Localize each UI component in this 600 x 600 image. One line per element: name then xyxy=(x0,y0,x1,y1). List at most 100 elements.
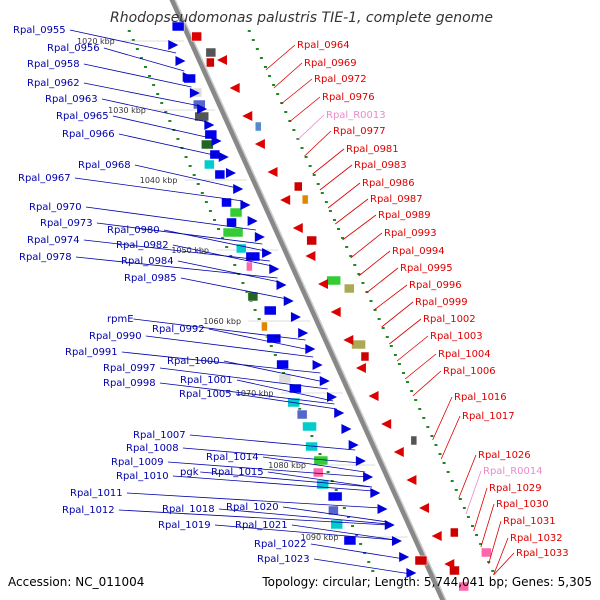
gene-label-left[interactable]: Rpal_0984 xyxy=(121,256,174,267)
gc-dot-inner xyxy=(196,183,200,185)
gene-label-left[interactable]: Rpal_0991 xyxy=(65,347,118,358)
gc-dot-outer xyxy=(401,372,405,374)
gene-label-left[interactable]: Rpal_1023 xyxy=(257,554,310,565)
gene-label-right[interactable]: Rpal_0996 xyxy=(409,280,462,291)
gene-label-left[interactable]: Rpal_1005 xyxy=(179,389,232,400)
gene-label-left[interactable]: Rpal_1009 xyxy=(111,457,164,468)
gene-label-right[interactable]: Rpal_0994 xyxy=(392,246,445,257)
forward-strand-arrow xyxy=(363,472,374,482)
kbp-tick-label: 1020 kbp xyxy=(77,37,115,46)
gene-label-left[interactable]: Rpal_0958 xyxy=(27,59,80,70)
gene-label-left[interactable]: Rpal_0992 xyxy=(152,324,205,335)
gene-label-left[interactable]: Rpal_0970 xyxy=(29,202,82,213)
gene-label-left[interactable]: Rpal_1001 xyxy=(180,375,233,386)
gc-dot-outer xyxy=(442,462,446,464)
gene-label-left[interactable]: Rpal_1012 xyxy=(62,505,115,516)
gene-label-left[interactable]: Rpal_0956 xyxy=(47,43,100,54)
gene-label-left[interactable]: Rpal_0973 xyxy=(40,218,93,229)
gc-dot-inner xyxy=(245,291,249,293)
gene-label-left[interactable]: Rpal_0998 xyxy=(103,378,156,389)
gene-label-left[interactable]: Rpal_1011 xyxy=(70,488,123,499)
gene-label-right[interactable]: Rpal_0995 xyxy=(400,263,453,274)
gc-dot-inner xyxy=(143,66,147,68)
gene-label-left[interactable]: Rpal_0968 xyxy=(78,160,131,171)
gene-label-left[interactable]: Rpal_1022 xyxy=(254,539,307,550)
gene-label-left[interactable]: Rpal_1007 xyxy=(133,430,186,441)
gene-label-left[interactable]: Rpal_1015 xyxy=(211,467,264,478)
gene-label-right[interactable]: Rpal_1031 xyxy=(503,516,556,527)
gene-label-right[interactable]: Rpal_1003 xyxy=(430,331,483,342)
kbp-tick-label: 1040 kbp xyxy=(140,176,178,185)
gene-label-right[interactable]: Rpal_1004 xyxy=(438,349,491,360)
connector-right xyxy=(342,214,377,241)
gene-label-right[interactable]: Rpal_1032 xyxy=(510,533,563,544)
gene-label-left[interactable]: Rpal_1020 xyxy=(226,502,279,513)
gene-label-right[interactable]: Rpal_0986 xyxy=(362,178,415,189)
forward-strand-arrow xyxy=(175,56,186,66)
gene-label-left[interactable]: Rpal_0963 xyxy=(45,94,98,105)
gene-label-left[interactable]: Rpal_0965 xyxy=(56,111,109,122)
connector-right xyxy=(488,520,502,565)
gc-dot-outer xyxy=(470,525,474,527)
gene-label-right[interactable]: Rpal_1002 xyxy=(423,314,476,325)
connector-right xyxy=(327,182,361,209)
gene-label-right[interactable]: Rpal_1016 xyxy=(454,392,507,403)
gene-label-left[interactable]: Rpal_0982 xyxy=(116,240,169,251)
gene-label-right[interactable]: Rpal_1017 xyxy=(462,411,515,422)
gene-label-right[interactable]: Rpal_1026 xyxy=(478,450,531,461)
gene-label-left[interactable]: Rpal_1021 xyxy=(235,520,288,531)
gene-feature xyxy=(306,235,317,246)
gene-label-left[interactable]: Rpal_0967 xyxy=(18,173,71,184)
gene-label-right[interactable]: Rpal_1033 xyxy=(516,548,569,559)
gene-label-right[interactable]: Rpal_0977 xyxy=(333,126,386,137)
gc-dot-inner xyxy=(135,48,139,50)
gc-dot-outer xyxy=(324,201,328,203)
gene-label-right[interactable]: Rpal_0981 xyxy=(346,144,399,155)
forward-strand-arrow xyxy=(319,376,330,386)
gene-label-right[interactable]: Rpal_R0013 xyxy=(326,110,386,121)
gene-label-left[interactable]: Rpal_0980 xyxy=(107,225,160,236)
gene-label-left[interactable]: Rpal_0962 xyxy=(27,78,80,89)
gene-label-left[interactable]: Rpal_1019 xyxy=(158,520,211,531)
connector-right xyxy=(389,318,422,345)
gene-label-right[interactable]: Rpal_0987 xyxy=(370,194,423,205)
gc-dot-outer xyxy=(381,327,385,329)
gene-label-left[interactable]: pgk xyxy=(180,467,199,478)
gene-label-right[interactable]: Rpal_0999 xyxy=(415,297,468,308)
gene-label-left[interactable]: Rpal_0978 xyxy=(19,252,72,263)
gene-feature xyxy=(301,194,309,205)
gene-label-left[interactable]: Rpal_0955 xyxy=(13,25,66,36)
gene-label-right[interactable]: Rpal_1030 xyxy=(496,499,549,510)
kbp-tick-label: 1050 kbp xyxy=(171,246,209,255)
gc-dot-outer xyxy=(263,66,267,68)
gene-label-right[interactable]: Rpal_1006 xyxy=(443,366,496,377)
gene-label-left[interactable]: Rpal_1014 xyxy=(206,452,259,463)
gc-dot-inner xyxy=(273,354,277,356)
gene-label-left[interactable]: Rpal_0985 xyxy=(124,273,177,284)
gene-label-left[interactable]: Rpal_1000 xyxy=(167,356,220,367)
gene-label-right[interactable]: Rpal_0969 xyxy=(304,58,357,69)
gene-label-right[interactable]: Rpal_0993 xyxy=(384,228,437,239)
gc-dot-inner xyxy=(168,120,172,122)
gc-dot-outer xyxy=(373,309,377,311)
gene-label-right[interactable]: Rpal_0989 xyxy=(378,210,431,221)
gene-label-left[interactable]: Rpal_0997 xyxy=(103,363,156,374)
gene-label-left[interactable]: Rpal_0966 xyxy=(62,129,115,140)
gene-label-right[interactable]: Rpal_R0014 xyxy=(483,466,543,477)
gene-label-left[interactable]: Rpal_1008 xyxy=(126,443,179,454)
gene-label-left[interactable]: Rpal_0990 xyxy=(89,331,142,342)
gc-dot-outer xyxy=(300,147,304,149)
gene-label-right[interactable]: Rpal_0964 xyxy=(297,40,350,51)
connector-right xyxy=(396,335,429,362)
gene-label-left[interactable]: Rpal_1018 xyxy=(162,504,215,515)
reverse-strand-arrow xyxy=(217,55,228,65)
gene-label-right[interactable]: Rpal_0976 xyxy=(322,92,375,103)
gene-label-right[interactable]: Rpal_1029 xyxy=(489,483,542,494)
gene-feature xyxy=(221,197,232,208)
gc-dot-outer xyxy=(385,336,389,338)
gene-label-left[interactable]: Rpal_1010 xyxy=(116,471,169,482)
gene-label-left[interactable]: rpmE xyxy=(107,314,134,325)
gene-label-left[interactable]: Rpal_0974 xyxy=(27,235,80,246)
gene-label-right[interactable]: Rpal_0983 xyxy=(354,160,407,171)
gene-label-right[interactable]: Rpal_0972 xyxy=(314,74,367,85)
